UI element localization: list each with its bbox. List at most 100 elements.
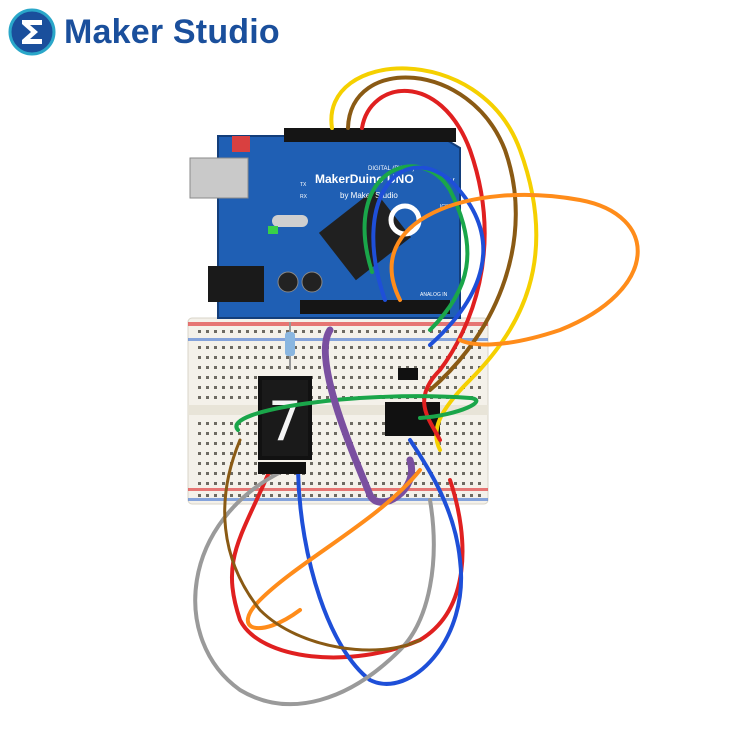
breadboard-hole xyxy=(246,442,249,445)
breadboard-hole xyxy=(246,346,249,349)
breadboard-hole xyxy=(374,356,377,359)
breadboard-hole xyxy=(318,482,321,485)
breadboard-hole xyxy=(446,482,449,485)
breadboard-hole xyxy=(350,330,353,333)
breadboard-hole xyxy=(390,366,393,369)
breadboard-hole xyxy=(286,482,289,485)
breadboard-hole xyxy=(318,386,321,389)
breadboard-hole xyxy=(222,366,225,369)
breadboard-hole xyxy=(246,376,249,379)
breadboard-hole xyxy=(310,472,313,475)
breadboard-hole xyxy=(342,442,345,445)
breadboard-hole xyxy=(318,432,321,435)
breadboard-hole xyxy=(446,442,449,445)
breadboard-hole xyxy=(230,482,233,485)
breadboard-hole xyxy=(374,330,377,333)
breadboard-hole xyxy=(470,472,473,475)
breadboard-hole xyxy=(406,366,409,369)
analog-header xyxy=(300,300,450,314)
breadboard-hole xyxy=(390,356,393,359)
breadboard-hole xyxy=(254,482,257,485)
breadboard-hole xyxy=(214,452,217,455)
breadboard-hole xyxy=(462,346,465,349)
breadboard-hole xyxy=(198,356,201,359)
breadboard-hole xyxy=(230,330,233,333)
breadboard-hole xyxy=(430,462,433,465)
breadboard-hole xyxy=(230,346,233,349)
breadboard-hole xyxy=(286,330,289,333)
breadboard-hole xyxy=(390,462,393,465)
breadboard-hole xyxy=(462,472,465,475)
breadboard-hole xyxy=(446,366,449,369)
breadboard-hole xyxy=(294,482,297,485)
breadboard-hole xyxy=(262,346,265,349)
breadboard-hole xyxy=(206,386,209,389)
breadboard-hole xyxy=(294,346,297,349)
breadboard-hole xyxy=(294,366,297,369)
breadboard-hole xyxy=(342,452,345,455)
breadboard-hole xyxy=(342,330,345,333)
digital-label: DIGITAL (PWM~) xyxy=(368,166,415,172)
breadboard-hole xyxy=(342,366,345,369)
breadboard-hole xyxy=(230,396,233,399)
breadboard-hole xyxy=(270,330,273,333)
breadboard-hole xyxy=(462,462,465,465)
breadboard-hole xyxy=(310,482,313,485)
breadboard-hole xyxy=(398,366,401,369)
breadboard-hole xyxy=(334,366,337,369)
breadboard-hole xyxy=(206,422,209,425)
breadboard-hole xyxy=(430,356,433,359)
breadboard-hole xyxy=(206,432,209,435)
breadboard-hole xyxy=(446,432,449,435)
breadboard-hole xyxy=(318,356,321,359)
breadboard-hole xyxy=(350,494,353,497)
breadboard-hole xyxy=(198,482,201,485)
breadboard-hole xyxy=(470,494,473,497)
breadboard-hole xyxy=(366,432,369,435)
breadboard-hole xyxy=(318,422,321,425)
breadboard-hole xyxy=(422,472,425,475)
breadboard-hole xyxy=(318,494,321,497)
breadboard-hole xyxy=(294,330,297,333)
breadboard-hole xyxy=(478,442,481,445)
breadboard-hole xyxy=(198,494,201,497)
breadboard-hole xyxy=(326,494,329,497)
breadboard-hole xyxy=(222,432,225,435)
breadboard-hole xyxy=(406,330,409,333)
shift-register-chip xyxy=(385,402,440,436)
breadboard-hole xyxy=(374,472,377,475)
breadboard-hole xyxy=(382,482,385,485)
wire-yellow xyxy=(329,66,539,452)
breadboard-hole xyxy=(470,386,473,389)
breadboard-hole xyxy=(446,422,449,425)
breadboard-hole xyxy=(454,462,457,465)
breadboard-hole xyxy=(334,472,337,475)
breadboard-hole xyxy=(270,482,273,485)
breadboard-hole xyxy=(294,356,297,359)
breadboard-hole xyxy=(398,330,401,333)
breadboard-hole xyxy=(326,452,329,455)
breadboard-hole xyxy=(462,494,465,497)
breadboard-hole xyxy=(358,346,361,349)
breadboard-hole xyxy=(470,432,473,435)
breadboard-hole xyxy=(382,452,385,455)
breadboard-hole xyxy=(358,330,361,333)
breadboard-hole xyxy=(422,346,425,349)
breadboard-hole xyxy=(230,442,233,445)
breadboard-hole xyxy=(318,346,321,349)
breadboard-hole xyxy=(334,346,337,349)
breadboard-hole xyxy=(398,346,401,349)
breadboard-hole xyxy=(318,442,321,445)
breadboard-hole xyxy=(438,356,441,359)
breadboard-hole xyxy=(470,482,473,485)
breadboard-hole xyxy=(438,482,441,485)
breadboard-hole xyxy=(318,462,321,465)
breadboard-hole xyxy=(390,482,393,485)
breadboard-hole xyxy=(414,356,417,359)
breadboard-hole xyxy=(438,472,441,475)
breadboard-hole xyxy=(414,346,417,349)
breadboard-hole xyxy=(254,386,257,389)
breadboard-hole xyxy=(270,356,273,359)
breadboard-hole xyxy=(342,462,345,465)
breadboard-hole xyxy=(398,462,401,465)
